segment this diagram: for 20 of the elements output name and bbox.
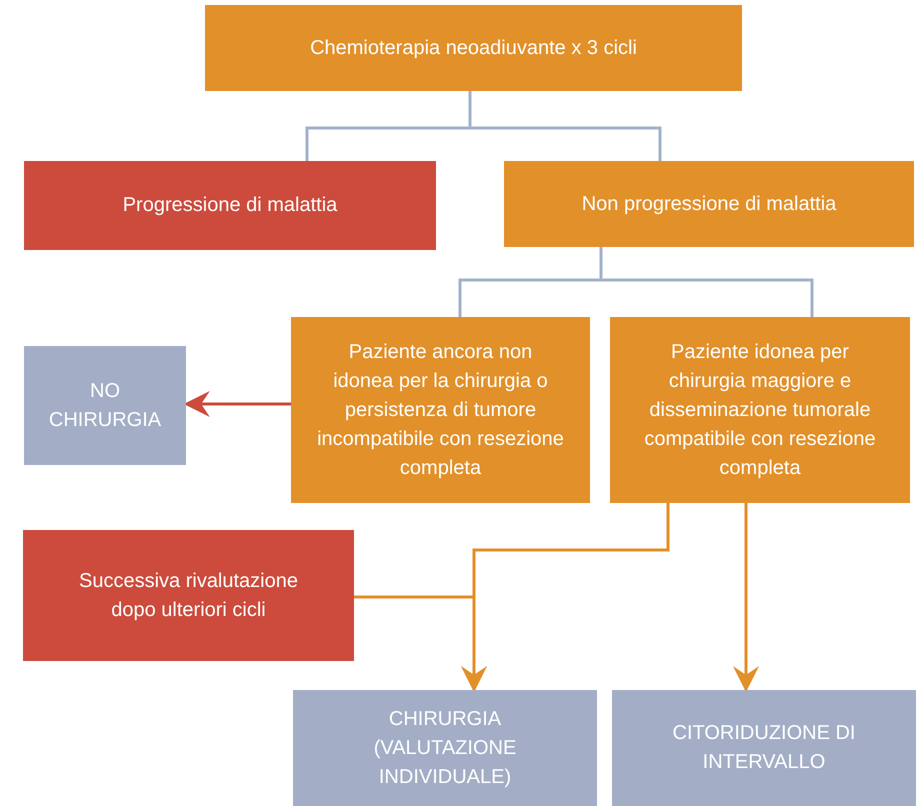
process-box	[293, 690, 597, 806]
process-box	[24, 346, 186, 465]
process-box	[291, 317, 590, 503]
box-label: Paziente idonea per chirurgia maggiore e disseminazione tumorale compatibile con resezione completa	[643, 340, 877, 480]
box-label: Chemioterapia neoadiuvante x 3 cicli	[310, 36, 637, 60]
connector-line	[600, 247, 814, 317]
box-label: Progressione di malattia	[122, 193, 338, 218]
box-label: Non progressione di malattia	[582, 192, 836, 216]
process-box	[24, 161, 436, 250]
process-box	[205, 5, 742, 91]
box-label: Successiva rivalutazione dopo ulteriori cicli	[78, 568, 299, 622]
process-box	[504, 161, 914, 247]
process-box	[612, 690, 916, 806]
box-label: CHIRURGIA (VALUTAZIONE INDIVIDUALE)	[372, 706, 518, 790]
arrow	[733, 503, 759, 692]
box-label: Paziente ancora non idonea per la chirurgia o persistenza di tumore incompatibile con resezione completa	[317, 340, 564, 480]
process-box	[23, 530, 354, 661]
box-label: CITORIDUZIONE DI INTERVALLO	[672, 721, 856, 775]
process-box	[610, 317, 910, 503]
box-label: NO CHIRURGIA	[48, 378, 162, 432]
